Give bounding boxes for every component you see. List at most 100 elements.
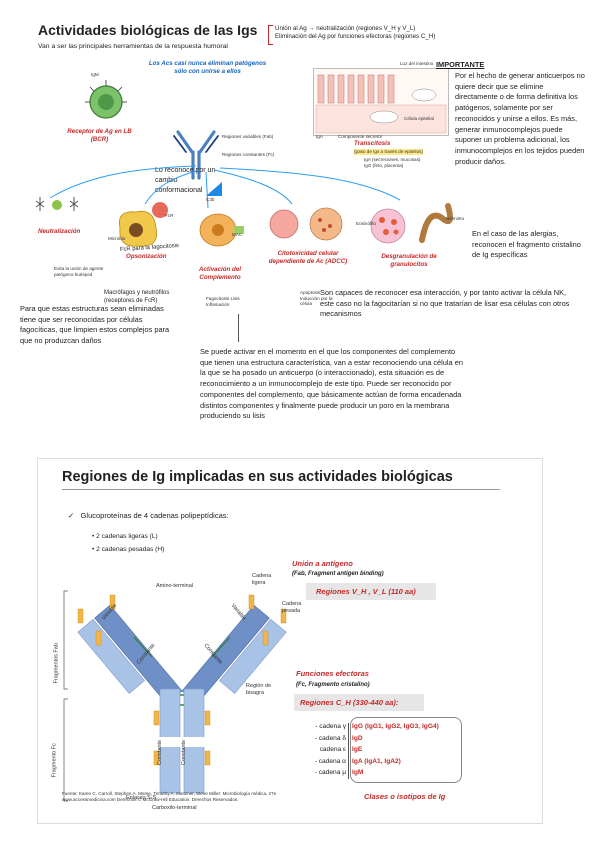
importante-tag: IMPORTANTE [436,60,485,69]
isotype-item: IgM [352,769,364,777]
isotype-box [350,717,462,783]
diagram-label-fc: Fragmento Fc [51,743,58,778]
cell-label: FcR [165,213,174,218]
arrow-line [238,314,239,342]
diagram-label-ligera: Cadena ligera [252,573,272,586]
isotype-item: IgE [352,746,363,754]
isotype-item: IgG (IgG1, IgG2, IgG3, IgG4) [352,723,439,730]
alergias-note: En el caso de las alergias, reconocen el… [472,229,581,260]
efect-sub: (Fc, Fragmento cristalino) [296,682,370,688]
chain-list: • 2 cadenas ligeras (L) • 2 cadenas pesa… [92,531,164,556]
complement-icon [199,213,244,247]
phagocyte-icon [118,202,168,247]
chain-label: - cadena γ [315,723,346,730]
isotype-chains: - cadena γ - cadena δ cadena ε - cadena … [296,721,346,779]
acs-note: Los Acs casi nunca eliminan patógenos só… [148,60,267,76]
function-note: Evita la unión de agente patógeno-huéspe… [54,266,104,277]
slide-panel: Regiones de Ig implicadas en sus activid… [37,458,543,824]
union-sub: (Fab, Fragment antigen binding) [292,571,384,577]
efect-region-box [294,694,424,711]
title-underline [62,489,500,490]
neutralization-icon [35,197,79,211]
antibody-structure-diagram [63,590,287,802]
function-opsonizacion: Opsonización [126,253,167,260]
bullet-item: Unión al Ag → neutralización (regiones V… [275,25,416,32]
function-neutralizacion: Neutralización [38,228,81,235]
complemento-note: Se puede activar en el momento en el que… [200,347,463,421]
intestine-label: Componente secretor [338,134,383,139]
cell-label: Helminto [446,216,465,221]
page-subtitle: Van a ser las principales herramientas d… [38,43,228,50]
diagram-label-bisagra: Región de bisagra [246,683,272,696]
fagocitadas-note: Para que estas estructuras sean eliminad… [20,304,170,346]
intestine-figure [313,68,449,136]
reconoce-note: Lo reconoce por un cambio conformacional [155,167,216,195]
check-icon: ✓ [68,511,75,520]
list-item: • 2 cadenas ligeras (L) [92,533,158,540]
cell-label: C3b [206,197,215,202]
diagram-label-fab: Fragmentos Fab [53,643,60,684]
eosinophil-icon [370,203,453,244]
transcitosis-title: Transcitosis [354,140,391,147]
list-item: • 2 cadenas pesadas (H) [92,545,165,553]
receptor-label: Receptor de Ag en LB (BCR) [67,128,132,144]
b-cell-icon [85,80,127,119]
chain-label: - cadena δ [314,734,346,742]
diagram-label-enlaces: Enlaces S-S [126,795,157,801]
chain-label: - cadena α [314,757,346,765]
isotype-names: IgG (IgG1, IgG2, IgG3, IgG4) IgD IgE IgA… [352,721,439,779]
transcitosis-sub: (paso de Igs a través de epitelios) [354,149,423,155]
glyco-line: ✓ Glucoproteínas de 4 cadenas polipeptíd… [68,511,229,521]
importante-text: Por el hecho de generar anticuerpos no q… [455,71,585,166]
antibody-icon [173,130,219,180]
diagram-label-carboxilo: Carboxilo-terminal [152,805,197,811]
bullet-list: Unión al Ag → neutralización (regiones V… [275,25,445,41]
cell-label: MAC [232,232,243,237]
cell-label: Eosinófilo [356,221,376,226]
chain-label: - cadena μ [314,769,346,777]
isotype-brace [348,723,355,779]
slide-title: Regiones de Ig implicadas en sus activid… [62,469,453,485]
efect-title: Funciones efectoras [296,669,369,678]
cell-label: Microbio [108,236,126,241]
nk-note: Son capaces de reconocer esa interacción… [320,288,570,319]
function-adcc: Citotoxicidad celular dependiente de Ac … [268,250,348,266]
glyco-text: Glucoproteínas de 4 cadenas polipeptídic… [80,511,229,520]
domain-label: Constante [181,739,188,765]
intestine-label: IgA [316,134,323,139]
union-region-box [306,583,436,600]
constant-region-label: Regiones constantes (Fc) [222,152,275,157]
bullet-item: Eliminación del Ag por funciones efector… [275,33,436,41]
intestine-label: Célula epitelial [404,116,434,121]
function-note: Macrófagos y neutrófilos (receptores de … [104,290,170,304]
chain-text: 2 cadenas pesadas (H) [96,545,165,553]
villi-icon [315,74,447,134]
bracket-mark [268,25,273,45]
nk-cell-icon [269,207,343,241]
chain-label: cadena ε [319,746,346,754]
chain-text: 2 cadenas ligeras (L) [96,533,158,540]
variable-region-label: Regiones variables (Fab) [222,134,274,139]
function-desgranulacion: Desgranulación de granulocitos [381,253,437,269]
conformation-triangle [206,182,222,196]
diagram-label-amino: Amino-terminal [156,583,193,589]
efect-region: Regiones C_H (330-440 aa): [300,698,399,707]
function-note: Fagocitosis Lisis Inflamación [206,296,240,307]
isotype-item: IgD [352,734,363,742]
list-item: IgG (feto, placenta) [364,162,404,168]
page-title: Actividades biológicas de las Igs [38,22,258,38]
igm-label: IgM [91,72,99,77]
intestine-label: Luz del intestino [400,61,434,66]
union-title: Unión a antígeno [292,559,353,568]
transcitosis-list: IgA (secreciones, mucosas) IgG (feto, pl… [364,157,420,168]
function-arrows [49,165,401,209]
domain-label: Constante [157,739,164,765]
function-complemento: Activación del Complemento [199,266,241,282]
isotype-item: IgA (IgA1, IgA2) [352,757,401,765]
diagram-label-pesada: Cadena pesada [282,601,302,614]
clases-label: Clases o isotipos de Ig [364,792,446,801]
union-region: Regiones V_H , V_L (110 aa) [316,587,416,596]
list-item: IgA (secreciones, mucosas) [364,157,421,162]
source-note: Fuente: Karen C. Carroll, Stephen A. Mor… [62,791,277,802]
function-note: Apoptosis Inducción por la célula [300,290,333,307]
